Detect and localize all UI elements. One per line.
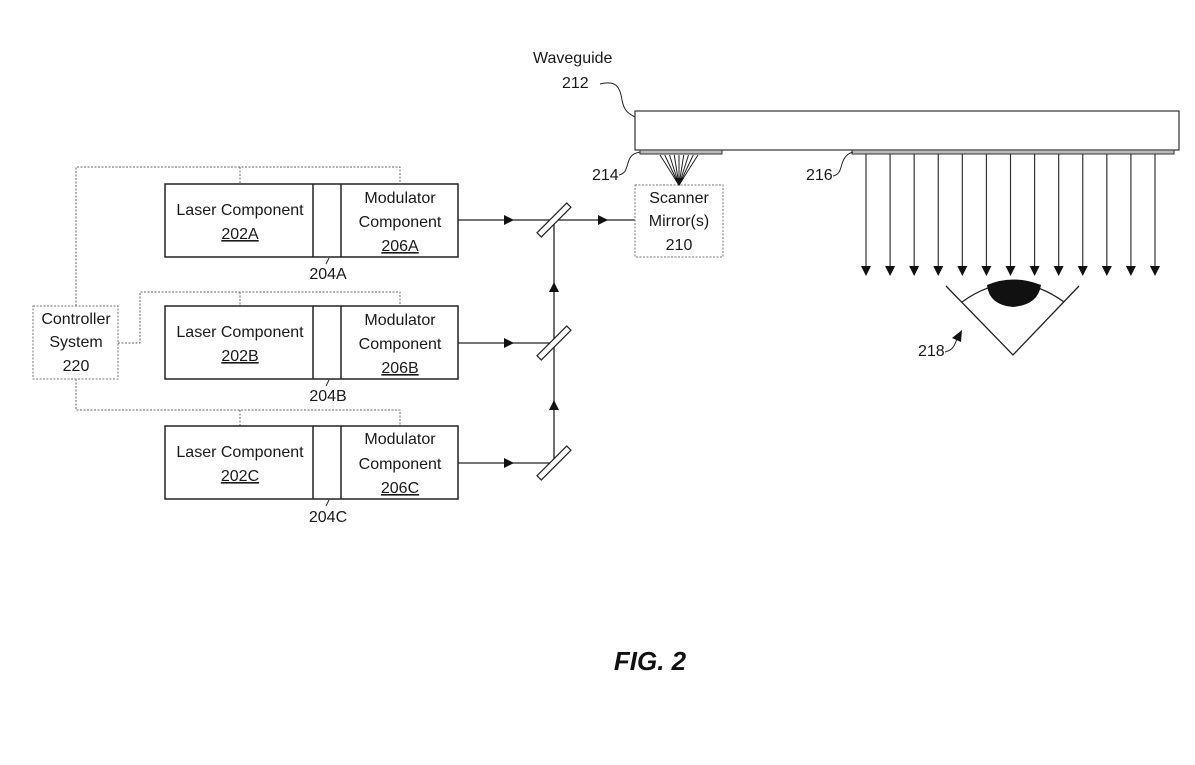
arrowhead-down [861, 266, 871, 276]
arrowhead-down [1077, 266, 1088, 276]
arrowhead-down [981, 266, 992, 276]
modulator-b-label-line2: Component [359, 336, 442, 353]
channel-a-frame [164, 183, 459, 258]
channel-a: Laser Component 202A Modulator Component… [164, 183, 459, 283]
combiner-mirror-b [536, 325, 572, 361]
waveguide-leader [599, 82, 636, 118]
scanner-ray-fan [659, 154, 699, 186]
arrowhead-down [1150, 266, 1160, 276]
output-ray [1101, 154, 1112, 276]
laser-component-c-ref: 202C [221, 468, 259, 485]
modulator-b-ref: 206B [381, 360, 418, 377]
output-ray [1077, 154, 1088, 276]
waveguide-ref: 212 [562, 75, 589, 92]
combiner-mirror-c [536, 445, 572, 481]
waveguide-body [634, 110, 1180, 151]
arrowhead-down [957, 266, 968, 276]
controller-label-line2: System [49, 334, 102, 351]
output-coupler-leader [832, 151, 854, 177]
output-coupler: 216 [806, 149, 1175, 184]
channel-c-frame [164, 425, 459, 500]
scanner-label-line1: Scanner [649, 190, 709, 207]
output-ray [885, 154, 896, 276]
eye: 218 [918, 279, 1080, 360]
modulator-a-ref: 206A [381, 238, 419, 255]
eye-outline [945, 285, 1080, 356]
output-ray [933, 154, 944, 276]
arrowhead-right-a [504, 215, 514, 225]
eye-leader-arrowhead [952, 330, 962, 342]
scanner-ref: 210 [666, 237, 693, 254]
combiner-mirror-a [536, 202, 572, 238]
controller-ref: 220 [63, 358, 90, 375]
controller-label-line1: Controller [41, 311, 111, 328]
laser-component-b-ref: 202B [221, 348, 258, 365]
laser-component-a-ref: 202A [221, 226, 259, 243]
arrowhead-down [909, 266, 920, 276]
arrowhead-right-combined [598, 215, 608, 225]
arrowhead-down [885, 266, 896, 276]
coupler-c-ref: 204C [309, 509, 347, 526]
output-ray [909, 154, 920, 276]
coupler-a-ref: 204A [309, 266, 347, 283]
beam-paths [458, 215, 635, 468]
arrowhead-up-2 [549, 400, 559, 410]
modulator-c-ref: 206C [381, 480, 419, 497]
modulator-c-label-line2: Component [359, 456, 442, 473]
channel-b-frame [164, 305, 459, 380]
scanner-label-line2: Mirror(s) [649, 213, 709, 230]
output-ray [1053, 154, 1064, 276]
arrowhead-down [1125, 266, 1136, 276]
laser-component-b-label: Laser Component [176, 324, 304, 341]
controller-wiring [75, 166, 401, 426]
coupler-b-ref: 204B [309, 388, 346, 405]
laser-component-a-label: Laser Component [176, 202, 304, 219]
fan-arrowhead [674, 178, 684, 186]
output-ray [1005, 154, 1016, 276]
laser-component-c-label: Laser Component [176, 444, 304, 461]
wire-to-channel-a-modulator [75, 166, 401, 306]
output-ray [1029, 154, 1040, 276]
arrowhead-right-b [504, 338, 514, 348]
modulator-c-label-line1: Modulator [364, 431, 436, 448]
wire-to-channel-b-modulator [118, 291, 401, 344]
output-rays [861, 154, 1160, 276]
arrowhead-down [1029, 266, 1040, 276]
arrowhead-down [933, 266, 944, 276]
modulator-b-label-line1: Modulator [364, 312, 436, 329]
output-ray [861, 154, 871, 276]
input-coupler: 214 [592, 149, 723, 184]
arrowhead-right-c [504, 458, 514, 468]
arrowhead-down [1053, 266, 1064, 276]
input-coupler-leader [618, 151, 641, 176]
combiner-mirrors [536, 202, 572, 481]
output-ray [957, 154, 968, 276]
waveguide: Waveguide 212 [533, 50, 1180, 151]
arrowhead-up-1 [549, 282, 559, 292]
output-ray [1125, 154, 1136, 276]
arrowhead-down [1101, 266, 1112, 276]
figure-caption: FIG. 2 [614, 646, 687, 676]
input-coupler-ref: 214 [592, 167, 619, 184]
output-coupler-ref: 216 [806, 167, 833, 184]
wire-to-channel-c-modulator [75, 379, 401, 426]
output-ray [981, 154, 992, 276]
waveguide-label: Waveguide [533, 50, 613, 67]
output-ray [1150, 154, 1160, 276]
channel-c: Laser Component 202C Modulator Component… [164, 425, 459, 526]
arrowhead-down [1005, 266, 1016, 276]
eye-ref: 218 [918, 343, 945, 360]
channel-b: Laser Component 202B Modulator Component… [164, 305, 459, 405]
scanner-mirrors: Scanner Mirror(s) 210 [634, 184, 724, 258]
controller-system: Controller System 220 [32, 305, 119, 380]
modulator-a-label-line1: Modulator [364, 190, 436, 207]
eye-pupil-icon [987, 279, 1041, 307]
modulator-a-label-line2: Component [359, 214, 442, 231]
